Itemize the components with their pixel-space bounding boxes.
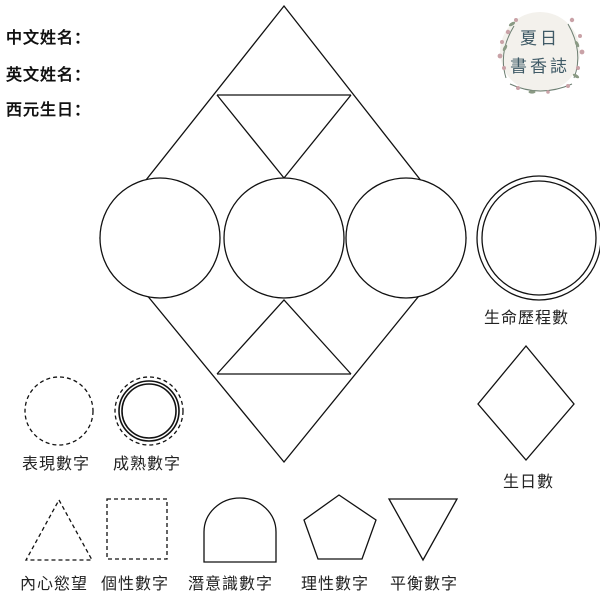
subconscious-arch [203,497,277,563]
personality-label: 個性數字 [101,574,170,593]
expression-label: 表現數字 [22,454,91,473]
left-circle [99,177,221,299]
soul-urge-label: 內心慾望 [20,574,89,593]
balance-label: 平衡數字 [390,574,459,593]
personality-dashed-square [106,498,168,560]
life-path-outer-circle [476,175,600,301]
maturity-outer-solid-circle [118,380,180,442]
wreath-icon [497,12,585,94]
birthday-label: 西元生日： [6,100,92,119]
center-circle [223,177,345,299]
lower-triangle [216,299,352,375]
life-path-inner-circle [481,180,597,296]
rational-pentagon [303,494,377,560]
rational-label: 理性數字 [301,574,370,593]
subconscious-label: 潛意識數字 [188,574,274,593]
right-circle [345,177,467,299]
birthday-number-label: 生日數 [503,472,555,491]
english-name-label: 英文姓名： [6,65,92,84]
logo-title-line2: 書香誌 [510,57,570,77]
chinese-name-label: 中文姓名： [6,28,92,47]
maturity-dashed-circle [114,376,184,446]
life-path-label: 生命歷程數 [484,308,570,327]
soul-urge-dashed-triangle [24,498,94,561]
maturity-inner-solid-circle [121,383,177,439]
expression-dashed-circle [24,376,94,446]
logo-wreath: 夏日 書香誌 [488,8,592,96]
logo-title-line1: 夏日 [520,29,560,49]
birthday-diamond [477,344,575,461]
balance-inverted-triangle [387,498,459,562]
maturity-label: 成熟數字 [113,454,182,473]
